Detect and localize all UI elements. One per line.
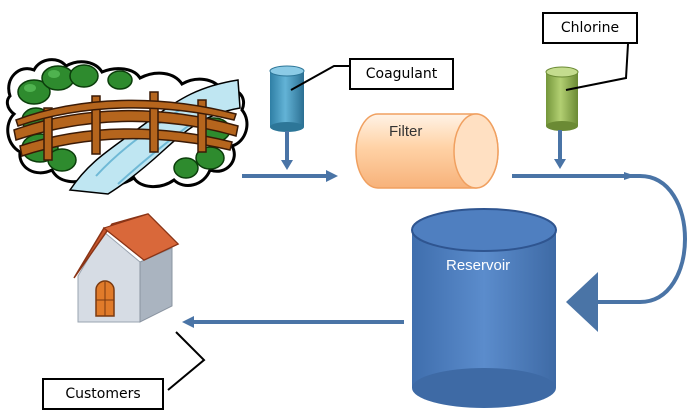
- river-bridge-icon: [5, 58, 249, 195]
- chlorine-feed-arrowhead: [554, 159, 566, 169]
- house-icon: [73, 213, 180, 323]
- reservoir-inlet-arrowhead: [566, 272, 598, 332]
- chlorine-tank: [545, 66, 579, 131]
- coagulant-tank: [269, 65, 305, 132]
- chlorine-leader-line: [565, 43, 629, 91]
- customers-leader-line: [167, 331, 206, 391]
- coagulant-leader-line: [290, 65, 350, 91]
- flow-arrowhead-2: [624, 172, 636, 180]
- flow-arrowhead-3: [182, 316, 194, 328]
- flow-arrow-filter-to-reservoir: [512, 174, 687, 304]
- chlorine-label: Chlorine: [542, 12, 638, 44]
- coagulant-label: Coagulant: [349, 58, 454, 90]
- reservoir-label: Reservoir: [446, 257, 511, 274]
- coagulant-feed-arrowhead: [281, 160, 293, 170]
- customers-label: Customers: [42, 378, 164, 410]
- flow-arrowhead-1: [326, 170, 338, 182]
- reservoir-tank: [411, 208, 557, 408]
- filter-label: Filter: [389, 123, 423, 140]
- filter-cylinder: [355, 113, 499, 189]
